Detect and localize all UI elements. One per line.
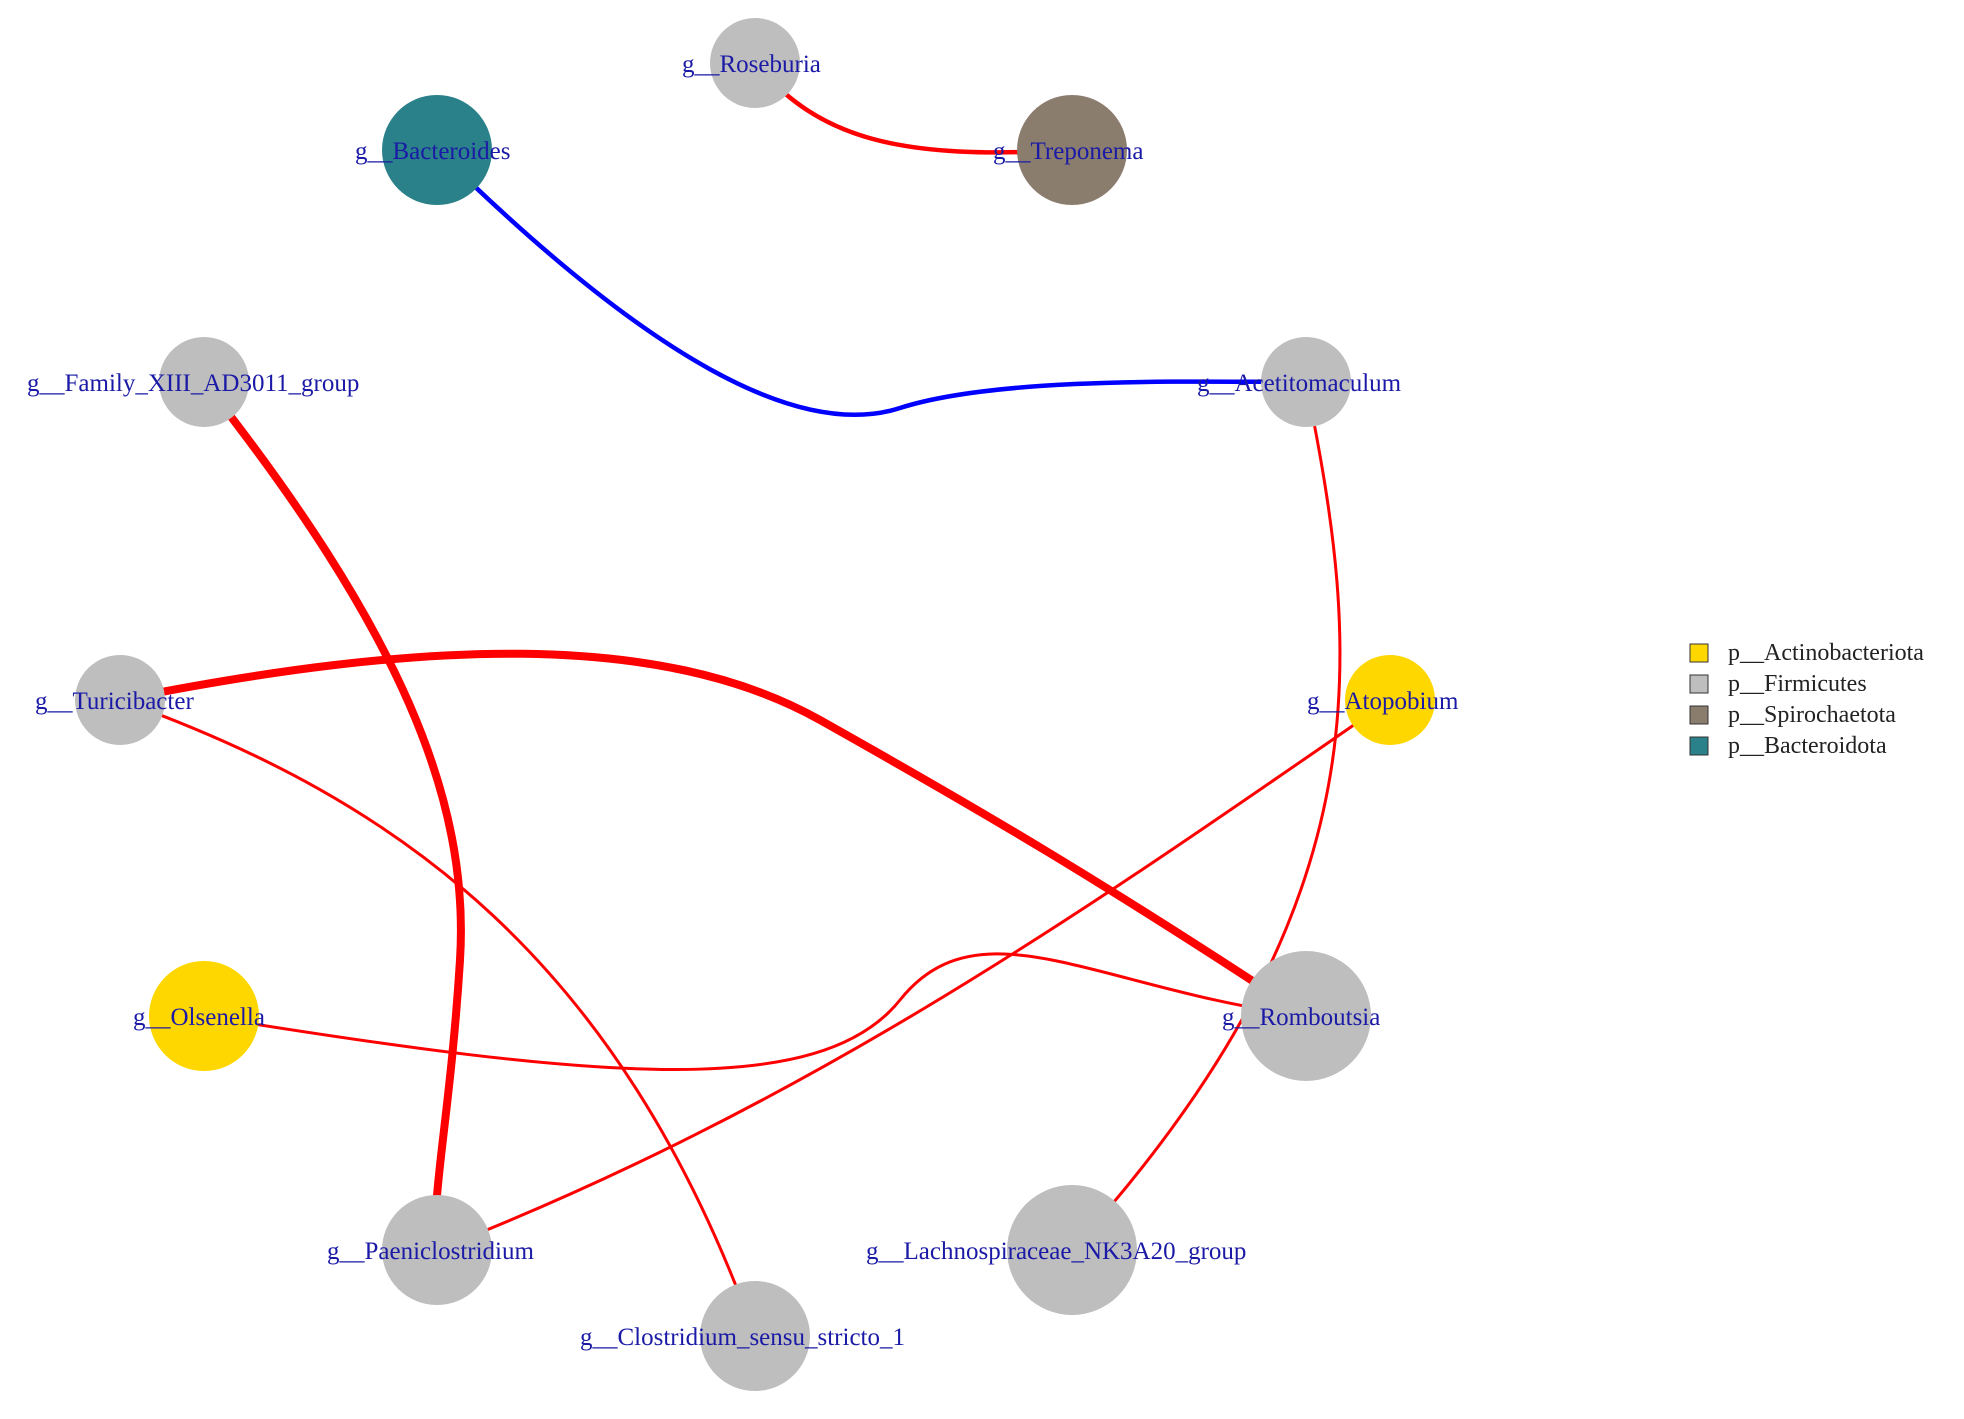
node-acetitomaculum <box>1261 337 1351 427</box>
legend-swatch <box>1689 674 1709 694</box>
node-label-paeniclostridium: g__Paeniclostridium <box>327 1238 534 1265</box>
edge-olsenella-romboutsia <box>202 952 1308 1071</box>
node-label-turicibacter: g__Turicibacter <box>35 688 194 715</box>
edges-layer <box>116 60 1392 1338</box>
node-treponema <box>1017 95 1127 205</box>
node-atopobium <box>1345 655 1435 745</box>
node-family_xiii <box>159 337 249 427</box>
node-roseburia <box>710 18 800 108</box>
node-label-treponema: g__Treponema <box>993 138 1143 165</box>
edge-family_xiii-paeniclostridium <box>200 378 465 1254</box>
node-label-atopobium: g__Atopobium <box>1307 688 1459 715</box>
node-label-acetitomaculum: g__Acetitomaculum <box>1197 370 1402 397</box>
node-paeniclostridium <box>382 1195 492 1305</box>
node-label-bacteroides: g__Bacteroides <box>355 138 511 165</box>
edge-turicibacter-clostridium <box>118 698 757 1338</box>
legend-label: p__Firmicutes <box>1728 671 1867 697</box>
edge-turicibacter-romboutsia <box>116 649 1310 1020</box>
legend-label: p__Spirochaetota <box>1728 702 1896 728</box>
edge-acetitomaculum-lachnospiraceae <box>1070 380 1342 1252</box>
legend-label: p__Bacteroidota <box>1728 733 1887 759</box>
node-label-roseburia: g__Roseburia <box>682 51 821 78</box>
node-label-family_xiii: g__Family_XIII_AD3011_group <box>27 370 359 397</box>
node-label-clostridium: g__Clostridium_sensu_stricto_1 <box>580 1324 905 1351</box>
node-turicibacter <box>75 655 165 745</box>
node-olsenella <box>149 961 259 1071</box>
edge-atopobium-paeniclostridium <box>435 698 1392 1252</box>
nodes-layer <box>75 18 1435 1391</box>
node-label-olsenella: g__Olsenella <box>133 1004 265 1031</box>
legend-label: p__Actinobacteriota <box>1728 640 1924 666</box>
legend: p__Actinobacteriota p__Firmicutes p__Spiro… <box>1689 640 1924 759</box>
node-bacteroides <box>382 95 492 205</box>
node-romboutsia <box>1241 951 1371 1081</box>
legend-swatch <box>1689 643 1709 663</box>
node-label-romboutsia: g__Romboutsia <box>1222 1004 1380 1031</box>
node-label-lachnospiraceae: g__Lachnospiraceae_NK3A20_group <box>866 1238 1246 1265</box>
node-lachnospiraceae <box>1007 1185 1137 1315</box>
labels-layer: g__Roseburia g__Treponema g__Bacteroides g_… <box>27 51 1459 1351</box>
node-clostridium <box>700 1281 810 1391</box>
legend-swatch <box>1689 736 1709 756</box>
edge-bacteroides-acetitomaculum <box>434 147 1309 417</box>
legend-swatch <box>1689 705 1709 725</box>
